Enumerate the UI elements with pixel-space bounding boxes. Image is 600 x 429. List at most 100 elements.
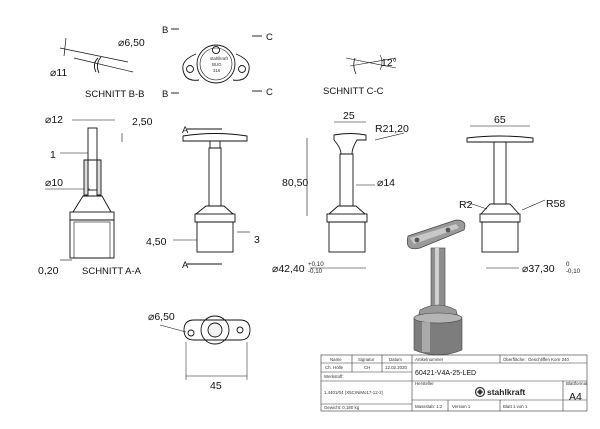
dim-front-r58: R58 [546,198,565,210]
top-view-inner-circle [199,47,233,81]
dim-side-d4240: ⌀42,40 [272,263,305,275]
dim-bottom-d650: ⌀6,50 [148,311,175,323]
cup-rim [194,213,236,223]
section-c-arc [353,57,357,75]
bottom-view-circle [200,315,230,345]
support-tube-side [339,153,354,207]
tb-material-label: Werkstoff: [324,374,344,379]
tb-version: Version 1 [452,404,471,409]
iso-cup-highlight [422,322,430,352]
tb-weight: Gewicht: 0,180 kg [324,405,360,410]
iso-cup-socket [413,317,463,356]
saddle-profile [333,133,367,155]
top-view-right-ear [232,53,250,81]
dim-front-r2: R2 [459,199,473,211]
cup-rim-front [479,213,521,223]
dim-line-b-bottom [73,57,134,73]
top-view-outer-circle [196,44,236,84]
marker-a-bottom: A [182,260,189,271]
stamp-material: 316 [213,68,221,73]
marker-c-top: C [266,32,273,43]
cup-taper-side [328,205,366,215]
section-a-view [45,119,123,261]
dim-a-d10: ⌀10 [45,177,63,189]
section-b-view [59,37,134,74]
leader-r2120 [374,132,405,141]
handrail-saddle [182,133,248,142]
marker-a-top: A [182,125,189,136]
tb-header-date: Datum [389,357,402,362]
title-block [320,354,588,412]
dim-front-d3730: ⌀37,30 [522,263,555,275]
bottom-view-hole-right [236,326,244,334]
iso-tube-highlight [435,248,439,306]
dim-side-d14: ⌀14 [377,177,395,189]
dim-a-250: 2,50 [132,116,153,128]
dim-front-65: 65 [494,114,506,126]
cup-socket [196,221,234,253]
cup-taper [195,205,234,215]
section-a-socket [69,219,115,259]
section-b-inner [96,56,102,74]
isometric-render [406,219,466,356]
dim-side-8050: 80,50 [282,177,308,189]
leader-r58 [521,199,546,211]
section-a-cup-rim [69,211,115,221]
cup-rim-side [326,213,368,223]
side-view [306,121,405,269]
tb-value-name: Ch. Hölle [325,365,344,370]
saddle-neck [209,141,221,149]
brand-name: stahlkraft [487,387,525,397]
bottom-view [159,315,251,380]
iso-hole-1 [414,237,420,243]
top-view-screw-hole-left [186,65,194,73]
handrail-saddle-front [466,135,534,143]
iso-hole-2 [445,227,451,233]
section-c-title: SCHNITT C-C [323,86,384,97]
tb-surface-value: Geschliffen Korn 240 [528,357,569,362]
tb-format-value: A4 [569,391,582,403]
tb-material-value: 1.4401/04 (X5CrNiMo17-12-2) [324,390,384,395]
tb-value-signature: CH [364,365,370,370]
section-b-outline [93,57,99,73]
marker-b-top: B [162,25,168,36]
dim-line-b-top [59,47,129,63]
dim-side-tol-lower: -0,10 [308,268,323,275]
dim-b-outer-dia: ⌀11 [50,67,67,79]
section-a-socket-bore [73,221,111,259]
section-c-line-b [349,57,397,67]
dim-side-450: 4,50 [146,236,167,248]
support-tube [208,147,222,207]
section-c-view [345,54,397,75]
bottom-view-hole-left [187,329,195,337]
dim-c-angle: 12° [381,57,397,69]
dim-bottom-45: 45 [210,380,222,392]
dim-a-d12: ⌀12 [45,114,63,126]
section-a-cup-top [72,195,112,213]
bottom-view-plate [183,319,251,341]
dim-front-tol-lower: -0,10 [566,268,581,275]
tb-article-number: 60421-V4A-25-LED [415,370,476,377]
side-view-a-markers [173,128,250,265]
tb-header-name: Name [330,357,342,362]
ext-line-b [63,37,67,57]
section-a-pin [87,127,98,191]
front-view [465,125,546,269]
top-view-screw-hole-right [238,65,246,73]
stamp-code: BUG [212,62,222,67]
stamp-brand: stahlkraft [210,56,229,61]
section-a-wall-left [83,159,89,196]
section-a-wall-right [96,159,102,196]
leader-d650 [159,324,187,333]
section-c-line-a [345,57,397,69]
dim-side-3: 3 [254,234,260,246]
support-tube-front [493,141,507,205]
top-view-left-ear [182,53,200,81]
section-b-title: SCHNITT B-B [85,89,144,100]
dim-side-25: 25 [343,110,355,122]
dim-a-020: 0,20 [38,265,59,277]
top-view [171,28,262,94]
marker-c-bottom: C [266,87,273,98]
tb-format-label: Blattformat [566,381,588,386]
